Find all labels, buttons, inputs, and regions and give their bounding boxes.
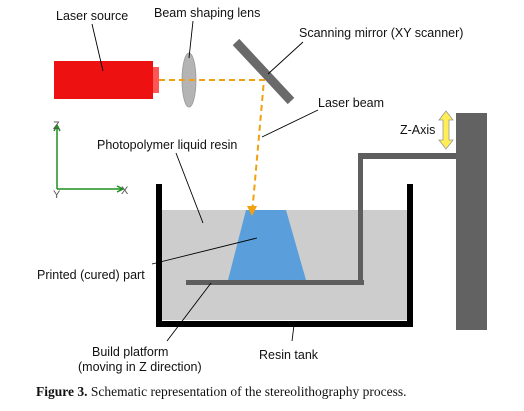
leader-laser-beam	[261, 109, 319, 138]
laser-beam-label: Laser beam	[318, 96, 384, 110]
leader-laser-source	[91, 23, 104, 72]
platform-label-2: (moving in Z direction)	[78, 360, 202, 374]
platform-arm	[358, 156, 363, 285]
laser-beam	[159, 79, 266, 215]
laser-source	[54, 61, 153, 99]
leader-lines	[91, 20, 319, 342]
leader-platform	[166, 282, 212, 342]
leader-resin	[175, 152, 204, 224]
stereolithography-diagram: Laser source Beam shaping lens Scanning …	[37, 6, 487, 374]
resin-label: Photopolymer liquid resin	[97, 138, 237, 152]
resin-tank	[156, 184, 413, 327]
lens-label: Beam shaping lens	[154, 6, 260, 20]
printed-part	[228, 210, 306, 280]
leader-part	[151, 237, 258, 265]
coordinate-axes	[53, 123, 125, 193]
tank-label: Resin tank	[259, 348, 319, 362]
laser-tip	[153, 67, 159, 93]
figure-number: Figure 3.	[36, 384, 88, 399]
caption-text: Schematic representation of the stereoli…	[87, 384, 407, 399]
laser-beam-arrowhead	[247, 206, 257, 216]
laser-source-label: Laser source	[56, 9, 128, 23]
x-axis-letter: X	[121, 185, 129, 197]
figure-caption: Figure 3. Schematic representation of th…	[36, 384, 407, 400]
y-axis-letter: Y	[53, 189, 61, 201]
z-axis-column	[456, 113, 487, 330]
platform-label-1: Build platform	[92, 345, 168, 359]
leader-tank	[291, 324, 295, 342]
leader-lens	[188, 20, 194, 59]
platform-top-bar	[358, 153, 458, 159]
build-platform	[186, 280, 364, 285]
scanning-mirror	[232, 38, 295, 105]
part-label: Printed (cured) part	[37, 268, 145, 282]
z-axis-letter: Z	[53, 120, 60, 132]
leader-mirror	[267, 41, 304, 75]
mirror-label: Scanning mirror (XY scanner)	[299, 26, 463, 40]
z-axis-head	[53, 123, 61, 132]
x-axis-head	[116, 185, 125, 193]
z-axis-arrow	[438, 110, 454, 150]
z-axis-label: Z-Axis	[400, 123, 435, 137]
